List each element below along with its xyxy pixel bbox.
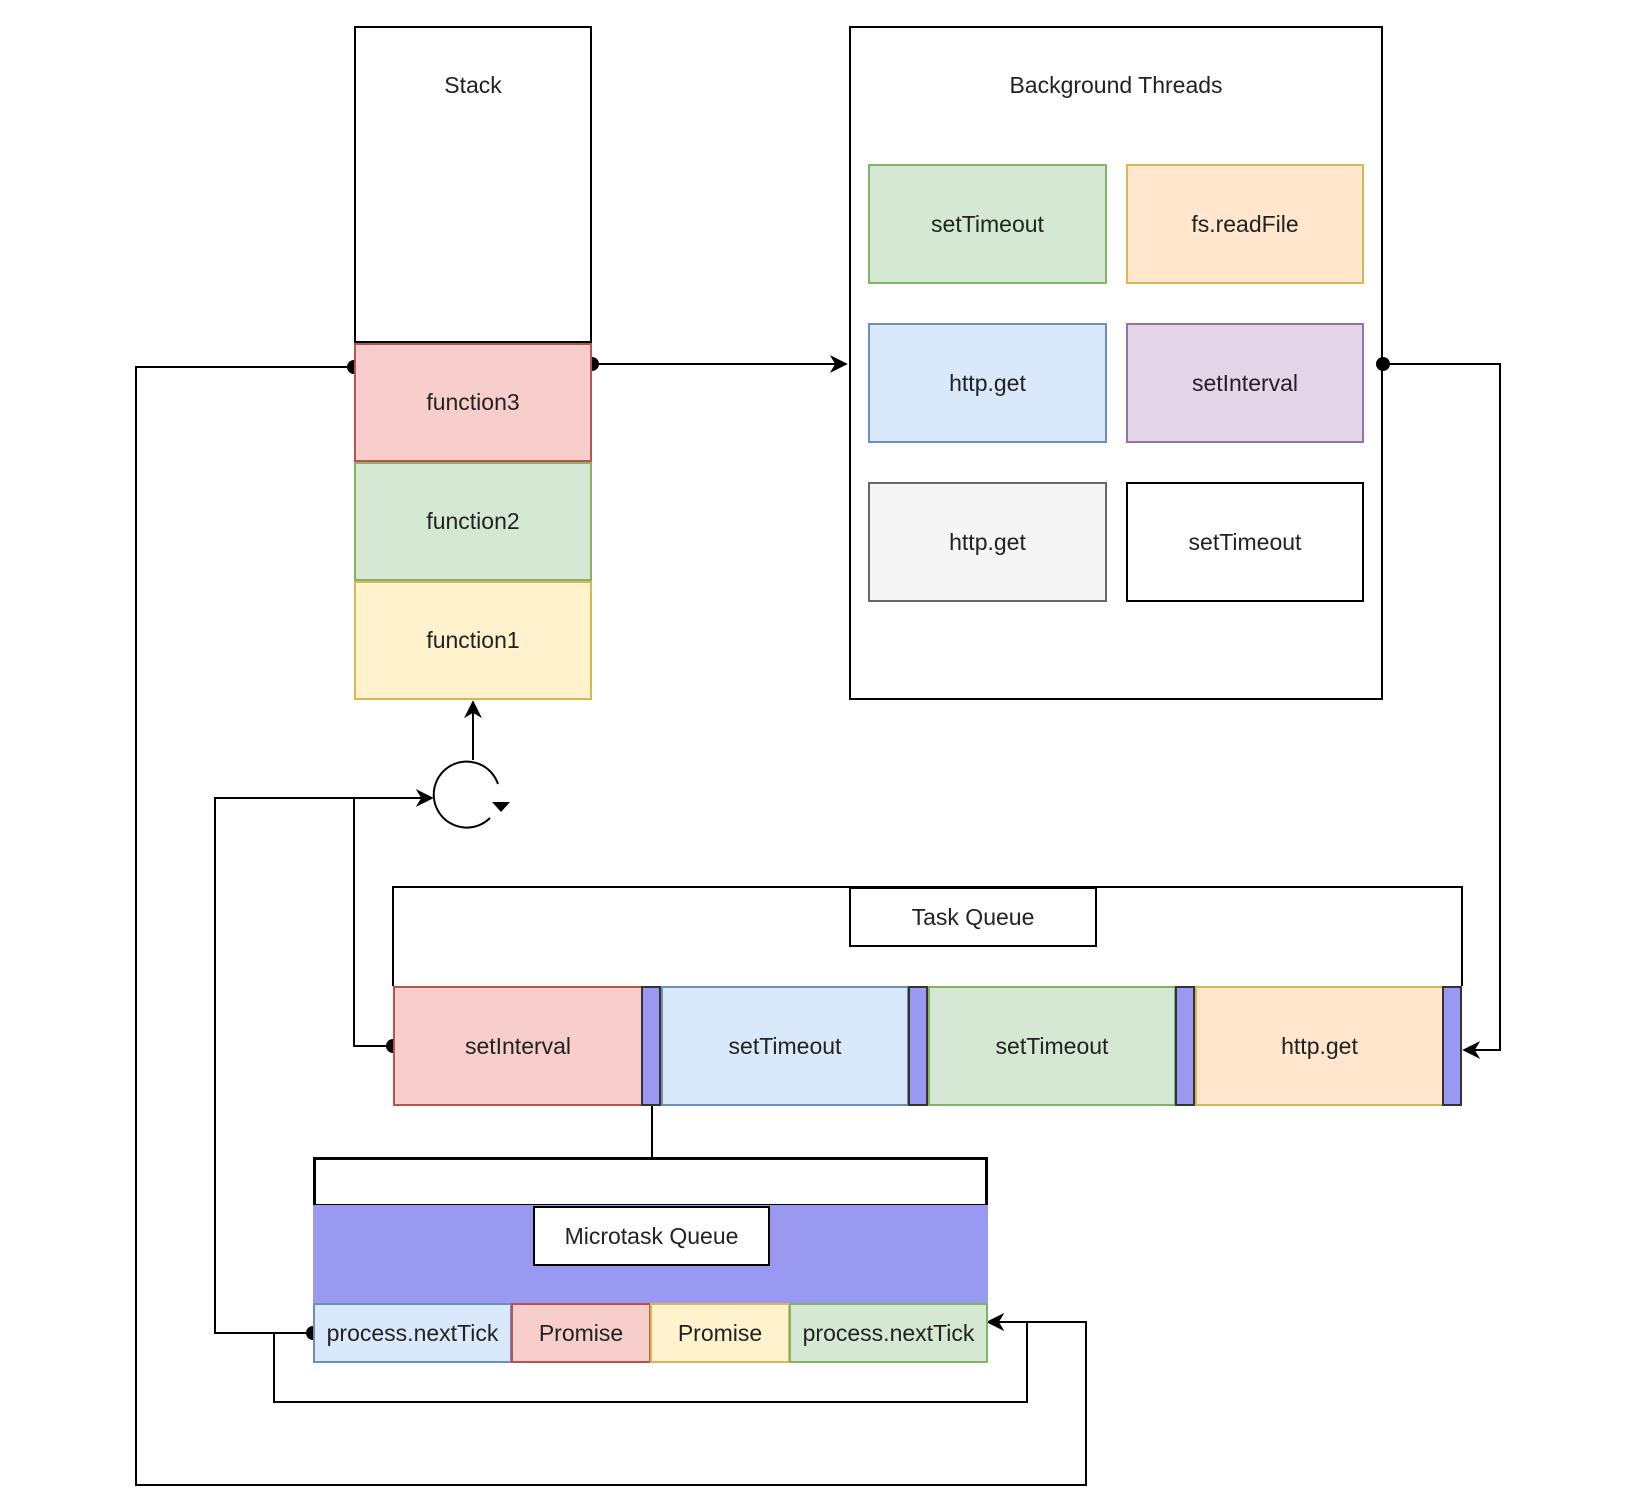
stack-title: Stack — [444, 72, 502, 98]
thread-http-get-2: http.get — [868, 482, 1107, 602]
task-separator — [1442, 986, 1462, 1106]
microtask-item-process-nexttick-2: process.nextTick — [789, 1303, 988, 1363]
stack-container — [354, 26, 592, 343]
stack-frame-function2: function2 — [354, 462, 592, 581]
task-item-setinterval: setInterval — [393, 986, 643, 1106]
task-separator — [641, 986, 661, 1106]
connector-dot — [1376, 357, 1390, 371]
microtask-item-promise: Promise — [511, 1303, 651, 1363]
event-loop-icon — [432, 760, 499, 829]
event-loop-arrowhead — [492, 802, 510, 812]
thread-fs-readfile: fs.readFile — [1126, 164, 1364, 284]
microtask-queue-title: Microtask Queue — [533, 1206, 770, 1266]
stack-to-microtask-arrow — [135, 366, 1087, 1486]
task-item-settimeout-2: setTimeout — [928, 986, 1176, 1106]
task-separator — [1175, 986, 1195, 1106]
microtask-queue-header — [313, 1157, 988, 1207]
thread-http-get: http.get — [868, 323, 1107, 443]
stack-frame-function3: function3 — [354, 343, 592, 462]
stack-frame-function1: function1 — [354, 581, 592, 700]
task-item-http-get: http.get — [1195, 986, 1444, 1106]
threads-to-taskqueue-arrow — [1383, 363, 1501, 1059]
background-threads-container — [849, 26, 1383, 700]
background-threads-title: Background Threads — [1009, 72, 1223, 98]
microtask-item-process-nexttick: process.nextTick — [313, 1303, 512, 1363]
task-queue-title: Task Queue — [849, 887, 1097, 947]
thread-settimeout: setTimeout — [868, 164, 1107, 284]
microtask-to-loop-line — [214, 797, 354, 1334]
taskqueue-to-loop-arrow — [353, 789, 434, 1047]
task-separator — [908, 986, 928, 1106]
task-item-settimeout: setTimeout — [661, 986, 909, 1106]
thread-settimeout-2: setTimeout — [1126, 482, 1364, 602]
microtask-item-promise-2: Promise — [650, 1303, 790, 1363]
thread-setinterval: setInterval — [1126, 323, 1364, 443]
